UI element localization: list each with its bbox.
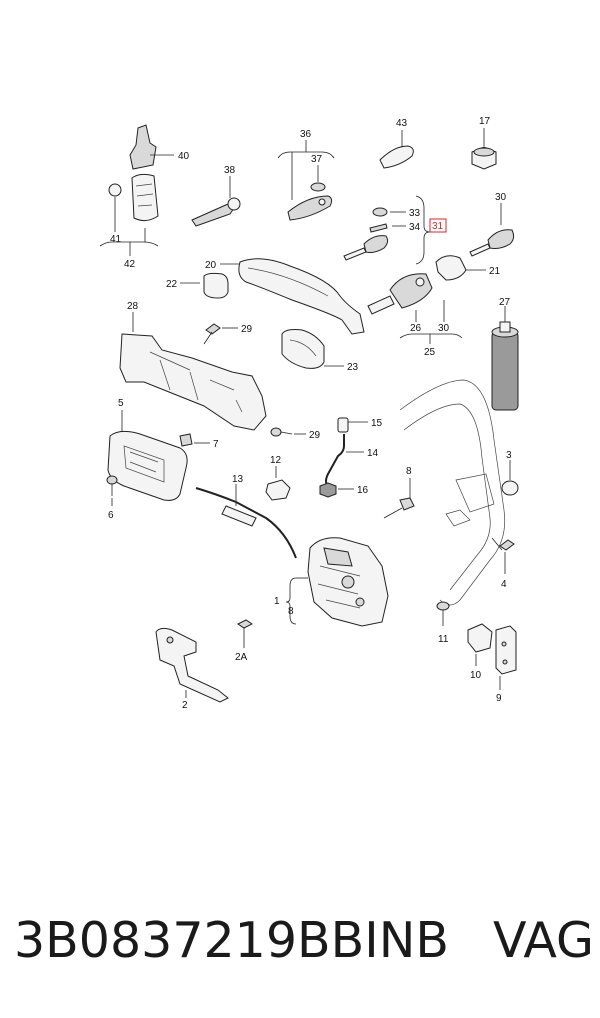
callout-4: 4 [501,579,507,590]
remote-key-fob [108,124,159,222]
clip-12 [265,479,291,501]
highlight-box-31 [429,218,447,233]
callout-34: 34 [409,222,421,233]
key-30 [469,229,515,257]
callout-43: 43 [396,118,408,129]
callout-22: 22 [166,279,178,290]
seal-23 [281,329,325,369]
rod-14 [325,434,345,487]
callout-11: 11 [438,634,449,645]
callout-37: 37 [311,154,323,165]
part-16 [319,482,337,498]
bolt-4 [491,537,515,551]
striker-10 [467,623,493,653]
key-36 [287,182,333,221]
screw-29-bottom [270,427,293,437]
callout-31-highlighted: 31 [432,221,444,232]
callout-25: 25 [424,347,436,358]
callout-21: 21 [489,266,501,277]
callout-3: 3 [506,450,512,461]
key-blade-38 [191,197,241,227]
callout-42: 42 [124,259,136,270]
callout-30-bottom: 30 [438,323,450,334]
callout-2a: 2A [235,652,248,663]
handle-bracket-5 [107,430,188,501]
part-34 [369,223,388,233]
door-frame-outline [399,379,506,606]
part-number-caption: 3B0837219BBINB VAG [14,905,594,975]
door-handle-20 [238,258,365,335]
part-8-upper [383,497,415,519]
key-31 [343,235,389,261]
callout-15: 15 [371,418,383,429]
part-number: 3B0837219BBINB [14,911,449,969]
callout-8-lower: 8 [288,606,294,617]
callout-2: 2 [182,700,188,711]
callout-14: 14 [367,448,379,459]
part-43 [379,145,414,169]
callout-8-upper: 8 [406,466,412,477]
callout-27: 27 [499,297,511,308]
callout-40: 40 [178,151,190,162]
callout-28: 28 [127,301,139,312]
screw-6 [106,475,118,496]
callout-29-top: 29 [241,324,253,335]
pin-2a [237,619,253,644]
part-15 [337,417,349,433]
door-lock-actuator-1 [307,537,389,627]
lock-cylinder-26 [367,273,433,315]
callout-36: 36 [300,129,312,140]
callout-16: 16 [357,485,369,496]
clip-7 [179,433,193,447]
callout-41: 41 [110,234,122,245]
callout-17: 17 [479,116,491,127]
callout-29-bottom: 29 [309,430,321,441]
callout-7: 7 [213,439,219,450]
brand-label: VAG [492,911,594,969]
part-33 [372,207,388,217]
grommet-3 [501,480,519,496]
seal-22 [203,272,229,299]
callout-20: 20 [205,260,217,271]
bracket-2 [155,627,229,703]
callout-30-top: 30 [495,192,507,203]
part-21 [435,255,467,281]
callout-38: 38 [224,165,236,176]
cable-13 [195,487,297,559]
screw-29-top [203,323,221,345]
plate-9 [495,625,517,675]
callout-10: 10 [470,670,482,681]
callout-13: 13 [232,474,244,485]
callout-6: 6 [108,510,114,521]
callout-12: 12 [270,455,282,466]
callout-9: 9 [496,693,502,704]
callout-5: 5 [118,398,124,409]
callout-1: 1 [274,596,280,607]
bolt-11 [436,601,450,626]
callout-33: 33 [409,208,421,219]
part-17-cap [471,146,497,170]
callout-23: 23 [347,362,359,373]
parts-exploded-diagram: 40 41 42 38 36 37 43 17 33 34 31 [99,116,519,711]
spray-can-27 [491,321,519,411]
callout-26: 26 [410,323,422,334]
